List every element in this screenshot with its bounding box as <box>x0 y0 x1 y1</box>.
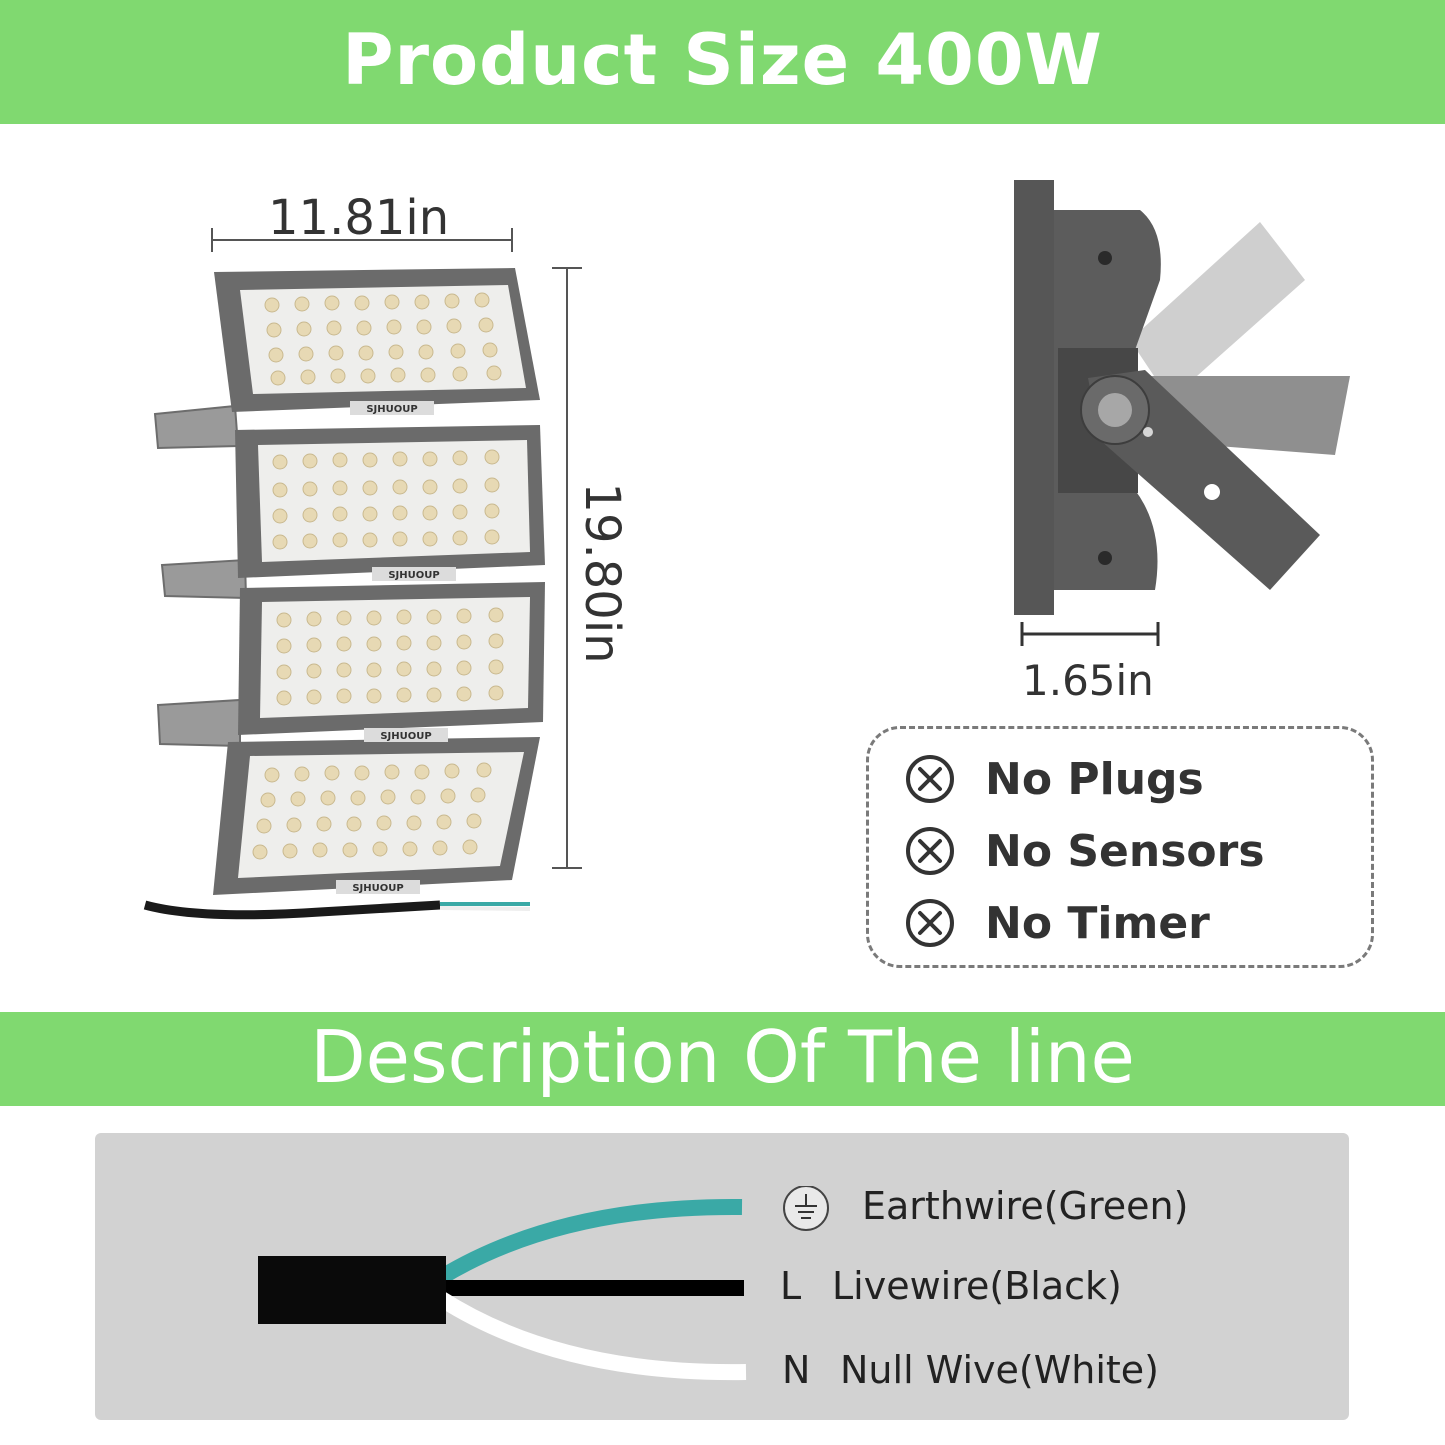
led-module-4 <box>213 737 540 895</box>
feature-label: No Plugs <box>985 753 1204 805</box>
page-title: Product Size 400W <box>342 19 1103 101</box>
brand-mark-1: SJHUOUP <box>366 404 417 415</box>
height-dimension-label: 19.80in <box>574 482 630 664</box>
no-sensors-x-icon <box>906 827 954 875</box>
cable-illustration <box>258 1198 747 1381</box>
brand-mark-3: SJHUOUP <box>380 731 431 742</box>
led-module-2 <box>235 425 545 578</box>
header-banner: Product Size 400W <box>0 0 1445 124</box>
floodlight-front-illustration: SJHUOUP SJHUOUP SJHUOUP SJHUOUP <box>143 228 582 920</box>
depth-dimension-label: 1.65in <box>1022 656 1154 705</box>
feature-checklist: No Plugs No Sensors No Timer <box>866 726 1374 968</box>
section-banner: Description Of The line <box>0 1012 1445 1106</box>
brand-mark-2: SJHUOUP <box>388 570 439 581</box>
earth-icon <box>783 1186 829 1231</box>
null-wire-label: Null Wive(White) <box>840 1348 1160 1392</box>
feature-label: No Timer <box>985 897 1210 949</box>
live-wire-symbol: L <box>780 1264 802 1308</box>
feature-label: No Sensors <box>985 825 1265 877</box>
feature-item-no-plugs: No Plugs <box>905 751 1204 807</box>
brand-mark-4: SJHUOUP <box>352 883 403 894</box>
null-wire-symbol: N <box>782 1348 811 1392</box>
floodlight-side-illustration <box>1014 180 1350 646</box>
feature-item-no-sensors: No Sensors <box>905 823 1265 879</box>
feature-item-no-timer: No Timer <box>905 895 1210 951</box>
live-wire-label: Livewire(Black) <box>832 1264 1122 1308</box>
no-timer-x-icon <box>906 899 954 947</box>
led-module-3 <box>238 582 545 735</box>
width-dimension-label: 11.81in <box>268 190 450 246</box>
section-title: Description Of The line <box>310 1015 1135 1099</box>
led-module-1 <box>214 268 540 412</box>
earth-wire-label: Earthwire(Green) <box>862 1184 1189 1228</box>
no-plugs-x-icon <box>906 755 954 803</box>
